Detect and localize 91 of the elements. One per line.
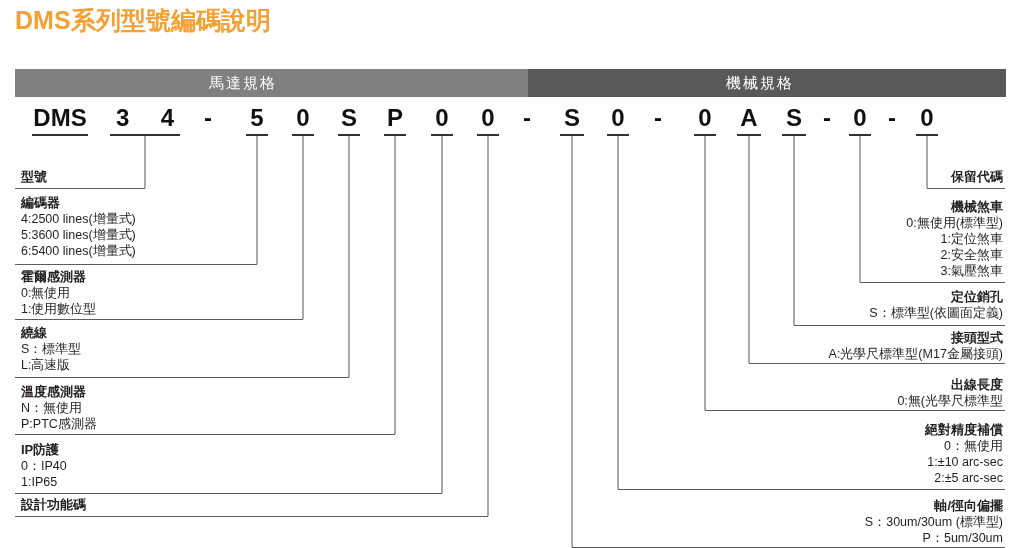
spec-option: S：標準型 [21, 341, 82, 357]
spec-block [618, 422, 1005, 490]
spec-option: 3:氣壓煞車 [940, 263, 1003, 279]
spec-option: N：無使用 [21, 400, 83, 416]
spec-block [15, 497, 488, 517]
band-label: 馬達規格 [208, 73, 277, 93]
code-separator: - [888, 103, 896, 133]
spec-option: 1:定位煞車 [940, 231, 1003, 247]
leader-line [348, 135, 350, 378]
spec-option: 2:±5 arc-sec [934, 470, 1003, 486]
spec-option: 2:安全煞車 [940, 247, 1003, 263]
spec-block [15, 442, 442, 494]
spec-option: 4:2500 lines(增量式) [21, 211, 136, 227]
spec-heading: 設計功能碼 [21, 497, 86, 513]
leader-line [394, 135, 396, 435]
spec-option: S：標準型(依圖面定義) [869, 305, 1003, 321]
code-character: S [341, 103, 357, 133]
spec-option: S：30um/30um (標準型) [864, 514, 1003, 530]
code-character: 0 [611, 103, 625, 133]
spec-heading: 繞線 [21, 325, 47, 341]
leader-line [926, 135, 928, 189]
spec-heading: 型號 [21, 169, 47, 185]
header-band [528, 69, 1006, 97]
code-character: P [387, 103, 403, 133]
spec-option: 0：IP40 [21, 458, 67, 474]
spec-option: 0:無使用(標準型) [906, 215, 1003, 231]
spec-heading: 出線長度 [951, 377, 1003, 393]
spec-block [15, 195, 257, 265]
code-character: 0 [481, 103, 495, 133]
spec-heading: 機械煞車 [951, 199, 1003, 215]
spec-heading: IP防護 [21, 442, 60, 458]
spec-heading: 絕對精度補償 [925, 422, 1003, 438]
leader-line [748, 135, 750, 364]
spec-block [860, 199, 1005, 283]
leader-line [617, 135, 619, 490]
leader-line [571, 135, 573, 548]
code-character: 0 [853, 103, 867, 133]
spec-heading: 溫度感測器 [21, 384, 86, 400]
spec-option: A:光學尺標準型(M17金屬接頭) [828, 346, 1003, 362]
code-separator: - [654, 103, 662, 133]
leader-line [256, 135, 258, 265]
spec-option: 0:無使用 [21, 285, 71, 301]
code-character: 4 [160, 103, 174, 133]
spec-block [15, 325, 349, 378]
spec-block [572, 498, 1005, 548]
diagram-title: DMS系列型號編碼說明 [15, 5, 271, 36]
code-separator: - [823, 103, 831, 133]
code-character: 0 [296, 103, 310, 133]
spec-heading: 霍爾感測器 [21, 269, 86, 285]
leader-line [302, 135, 304, 320]
spec-option: 0:無(光學尺標準型 [897, 393, 1003, 409]
code-character: DMS [33, 103, 87, 133]
code-character: S [564, 103, 580, 133]
leader-line [793, 135, 795, 326]
spec-option: 1:使用數位型 [21, 301, 97, 317]
header-band [15, 69, 528, 97]
leader-line [704, 135, 706, 411]
spec-option: 0：無使用 [944, 438, 1003, 454]
leader-line [859, 135, 861, 283]
spec-option: 5:3600 lines(增量式) [21, 227, 136, 243]
code-separator: - [204, 103, 212, 133]
spec-option: 1:IP65 [21, 474, 58, 490]
code-character: 5 [250, 103, 264, 133]
spec-heading: 接頭型式 [951, 330, 1003, 346]
spec-option: L:高速版 [21, 357, 71, 373]
code-character: 0 [435, 103, 449, 133]
spec-block [705, 377, 1005, 411]
spec-block [15, 384, 395, 435]
spec-option: P：5um/30um [922, 530, 1003, 546]
leader-line [487, 135, 489, 517]
code-character: 3 [116, 103, 130, 133]
code-separator: - [523, 103, 531, 133]
spec-option: 6:5400 lines(增量式) [21, 243, 136, 259]
spec-block [749, 330, 1005, 364]
code-character: 0 [920, 103, 934, 133]
spec-block [794, 289, 1005, 326]
spec-block [927, 169, 1005, 189]
spec-block [15, 269, 303, 320]
spec-block [15, 169, 145, 189]
code-character: 0 [698, 103, 712, 133]
spec-heading: 軸/徑向偏擺 [934, 498, 1003, 514]
spec-option: 1:±10 arc-sec [927, 454, 1003, 470]
leader-line [441, 135, 443, 494]
band-label: 機械規格 [726, 73, 794, 93]
leader-line [144, 135, 146, 189]
spec-option: P:PTC感測器 [21, 416, 97, 432]
code-character: S [786, 103, 802, 133]
code-character: A [740, 103, 758, 133]
spec-heading: 定位銷孔 [951, 289, 1003, 305]
spec-heading: 編碼器 [21, 195, 60, 211]
spec-heading: 保留代碼 [951, 169, 1003, 185]
